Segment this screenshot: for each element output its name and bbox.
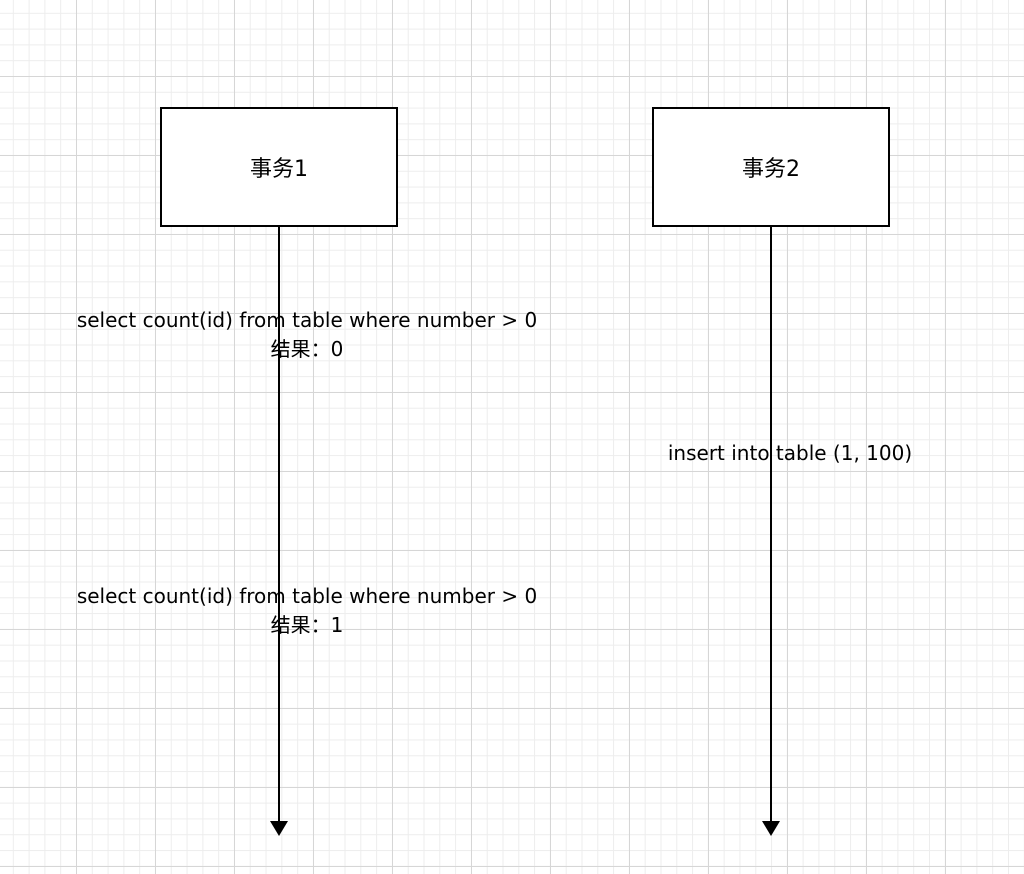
transaction-1-box[interactable]: 事务1	[160, 107, 398, 227]
transaction-1-query-1-sql: select count(id) from table where number…	[76, 308, 538, 332]
transaction-2-insert-sql: insert into table (1, 100)	[667, 441, 913, 465]
transaction-1-query-2-result: 结果：1	[270, 613, 344, 637]
transaction-1-query-1-result: 结果：0	[270, 337, 344, 361]
transaction-1-query-2-sql: select count(id) from table where number…	[76, 584, 538, 608]
transaction-2-arrowhead	[762, 821, 780, 836]
transaction-1-arrowhead	[270, 821, 288, 836]
transaction-1-query-2-label[interactable]: select count(id) from table where number…	[77, 582, 537, 640]
transaction-2-insert-label[interactable]: insert into table (1, 100)	[668, 439, 912, 468]
transaction-1-query-1-label[interactable]: select count(id) from table where number…	[77, 306, 537, 364]
transaction-2-title: 事务2	[742, 157, 800, 182]
transaction-1-title: 事务1	[250, 157, 308, 182]
transaction-2-box[interactable]: 事务2	[652, 107, 890, 227]
